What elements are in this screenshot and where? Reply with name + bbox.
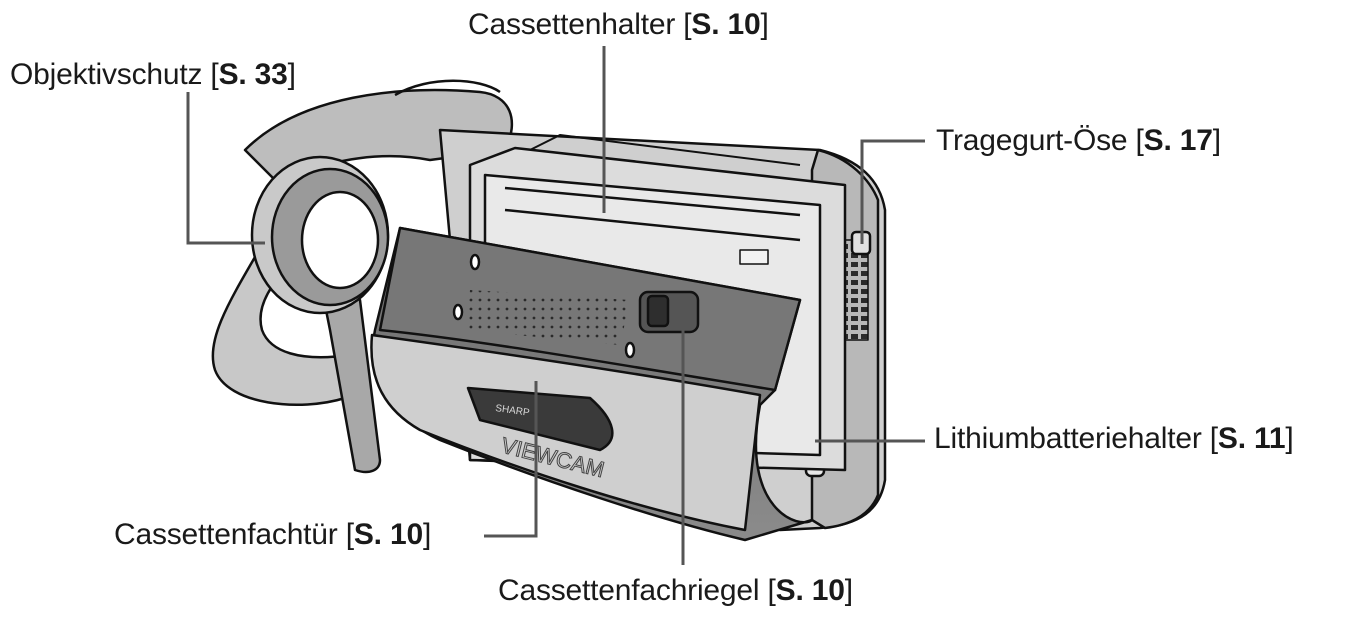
- callout-compartment-door: Cassettenfachtür [S. 10]: [114, 518, 432, 551]
- callout-cassette-holder: Cassettenhalter [S. 10]: [468, 8, 769, 41]
- lower-body: [318, 278, 382, 474]
- callout-compartment-latch: Cassettenfachriegel [S. 10]: [498, 574, 853, 607]
- door-badge: [466, 386, 614, 452]
- leader-lens-cover: [186, 92, 265, 245]
- hand-strap: [211, 243, 352, 407]
- leader-compartment-door: [484, 381, 538, 538]
- lens-glass: [300, 190, 380, 290]
- callout-lens-cover: Objektivschutz [S. 33]: [10, 58, 296, 91]
- door-brand-mark: SHARP: [495, 403, 531, 419]
- callout-lithium-holder: Lithiumbatteriehalter [S. 11]: [934, 422, 1294, 455]
- camcorder-body: [211, 79, 887, 542]
- speaker-grille: [465, 290, 630, 345]
- callout-strap-eyelet: Tragegurt-Öse [S. 17]: [936, 124, 1221, 157]
- leader-strap-eyelet: [860, 139, 925, 244]
- leader-lines: [186, 46, 925, 565]
